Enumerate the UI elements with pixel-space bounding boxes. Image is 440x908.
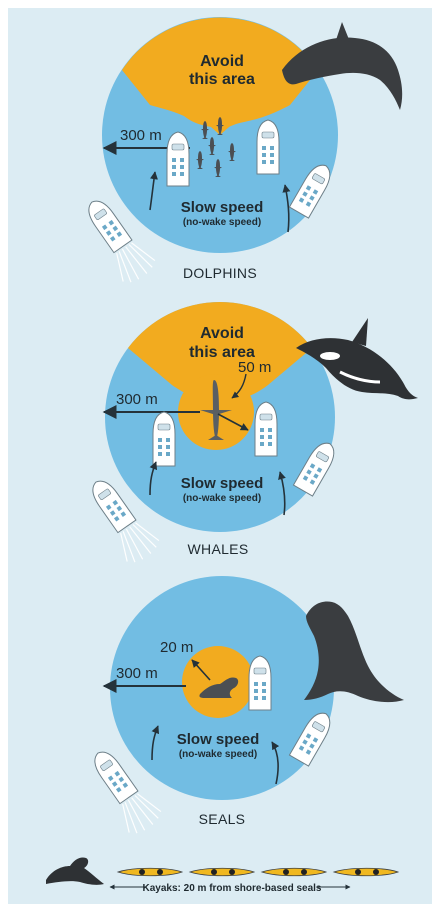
whales-avoid-line1: Avoid: [200, 325, 244, 342]
kayak-icon: [117, 867, 183, 877]
seals-inner-distance-label: 20 m: [160, 639, 193, 656]
dolphins-avoid-zone: [122, 17, 318, 128]
orca-silhouette-icon: [296, 318, 418, 400]
whales-avoid-zone: [128, 302, 312, 400]
dolphins-slow-label: Slow speed: [181, 199, 264, 216]
seals-slow-label: Slow speed: [177, 731, 260, 748]
whale-top-icon: [200, 380, 232, 440]
whales-distance-label: 300 m: [116, 391, 158, 408]
dolphins-distance-label: 300 m: [120, 127, 162, 144]
kayak-icon: [261, 867, 327, 877]
seals-section: 300 m 20 m Slow speed (no-wake speed) SE…: [88, 576, 404, 839]
seals-caption: SEALS: [199, 811, 246, 827]
whales-slow-label: Slow speed: [181, 475, 264, 492]
whales-no-wake-label: (no-wake speed): [183, 493, 261, 504]
kayak-rule-label: Kayaks: 20 m from shore-based seals: [143, 883, 322, 894]
seal-footer-icon: [46, 857, 104, 885]
whales-caption: WHALES: [188, 541, 249, 557]
seals-no-wake-label: (no-wake speed): [179, 749, 257, 760]
whales-inner-distance-label: 50 m: [238, 359, 271, 376]
kayak-footer: Kayaks: 20 m from shore-based seals: [46, 857, 399, 894]
boat-icon: [166, 131, 190, 187]
seal-small-icon: [199, 677, 239, 698]
boat-icon: [256, 119, 280, 175]
boat-icon: [254, 401, 278, 457]
dolphins-avoid-line2: this area: [189, 71, 255, 88]
seals-inner-zone: [182, 646, 254, 718]
kayak-icon: [189, 867, 255, 877]
dolphins-avoid-line1: Avoid: [200, 53, 244, 70]
dolphins-no-wake-label: (no-wake speed): [183, 217, 261, 228]
whales-section: Avoid this area 300 m 50 m Slow speed (n…: [86, 302, 418, 568]
dolphins-caption: DOLPHINS: [183, 265, 257, 281]
boat-icon: [152, 411, 176, 467]
whales-avoid-line2: this area: [189, 344, 255, 361]
sea-lion-silhouette-icon: [304, 601, 404, 703]
dolphin-silhouette-icon: [282, 37, 403, 111]
dolphins-section: Avoid this area 300 m Slow speed (no-wak…: [82, 17, 403, 288]
kayak-icon: [333, 867, 399, 877]
seals-distance-label: 300 m: [116, 665, 158, 682]
boat-icon: [248, 655, 272, 711]
